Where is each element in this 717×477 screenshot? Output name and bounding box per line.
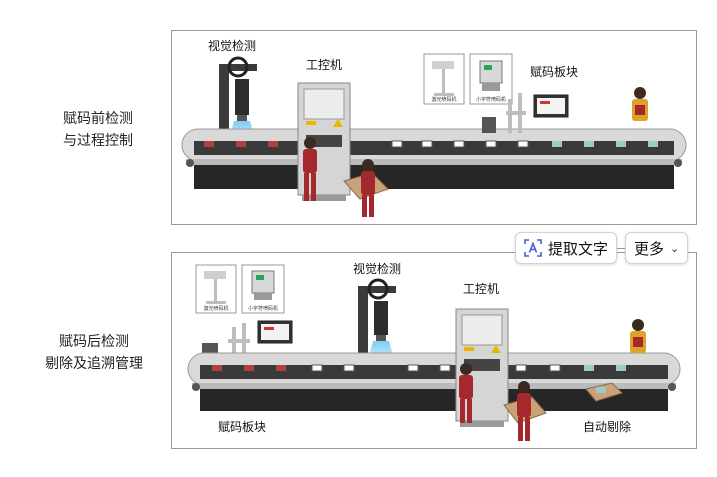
industrial-pc-cabinet (297, 82, 351, 201)
row2-side-label-line2: 剔除及追溯管理 (45, 356, 143, 372)
laser-coder-thumbnail: 激光喷码机 (423, 53, 465, 105)
coding-board-label: 赋码板块 (530, 65, 578, 79)
worker-at-end (632, 87, 648, 121)
vision-inspection-label: 视觉检测 (208, 38, 256, 53)
conveyor-belt (181, 128, 687, 189)
production-line-illustration-1: 视觉检测 工控机 赋码板块 (181, 38, 687, 217)
worker-with-box (503, 381, 547, 441)
more-label: 更多 (634, 239, 665, 258)
ipc-label: 工控机 (463, 282, 499, 296)
inkjet-coder-thumbnail: 小字符喷码机 (469, 53, 513, 105)
coding-board-label: 赋码板块 (218, 420, 266, 434)
worker-at-end (630, 319, 646, 353)
laser-coder-thumbnail: 激光喷码机 (195, 264, 237, 314)
auto-reject-label: 自动剔除 (583, 419, 631, 434)
ipc-label: 工控机 (306, 58, 342, 72)
vision-inspection-label: 视觉检测 (353, 261, 401, 276)
row1-side-label-line2: 与过程控制 (63, 133, 133, 149)
laser-coder-label: 激光喷码机 (431, 96, 456, 103)
text-extract-icon (524, 239, 542, 257)
row1-side-label-line1: 赋码前检测 (63, 111, 133, 127)
chevron-down-icon: ⌄ (670, 241, 680, 255)
inkjet-coder-label: 小字符喷码机 (476, 96, 506, 103)
coding-board-station (482, 93, 569, 133)
inkjet-coder-label: 小字符喷码机 (248, 305, 278, 312)
production-line-panel-1: 视觉检测 工控机 赋码板块 (171, 30, 697, 225)
worker-at-ipc (459, 363, 473, 423)
toolbar-separator (617, 247, 626, 249)
row1-side-label: 赋码前检测 与过程控制 (38, 108, 158, 152)
more-button[interactable]: 更多 ⌄ (625, 232, 689, 264)
reject-box (585, 382, 623, 402)
production-line-illustration-2: 视觉检测 工控机 赋码板块 自动剔除 激光喷码机 小字符喷码机 (187, 261, 681, 441)
worker-with-box (343, 159, 389, 217)
laser-coder-label: 激光喷码机 (203, 305, 228, 312)
production-line-panel-2: 视觉检测 工控机 赋码板块 自动剔除 激光喷码机 小字符喷码机 (171, 252, 697, 449)
row2-side-label-line1: 赋码后检测 (59, 334, 129, 350)
image-text-toolbar: 提取文字 更多 ⌄ (515, 231, 689, 265)
worker-at-ipc (303, 137, 317, 201)
extract-text-label: 提取文字 (548, 239, 609, 258)
extract-text-button[interactable]: 提取文字 (515, 232, 618, 264)
inkjet-coder-thumbnail: 小字符喷码机 (241, 264, 285, 314)
conveyor-belt (187, 352, 681, 411)
row2-side-label: 赋码后检测 剔除及追溯管理 (24, 331, 164, 375)
